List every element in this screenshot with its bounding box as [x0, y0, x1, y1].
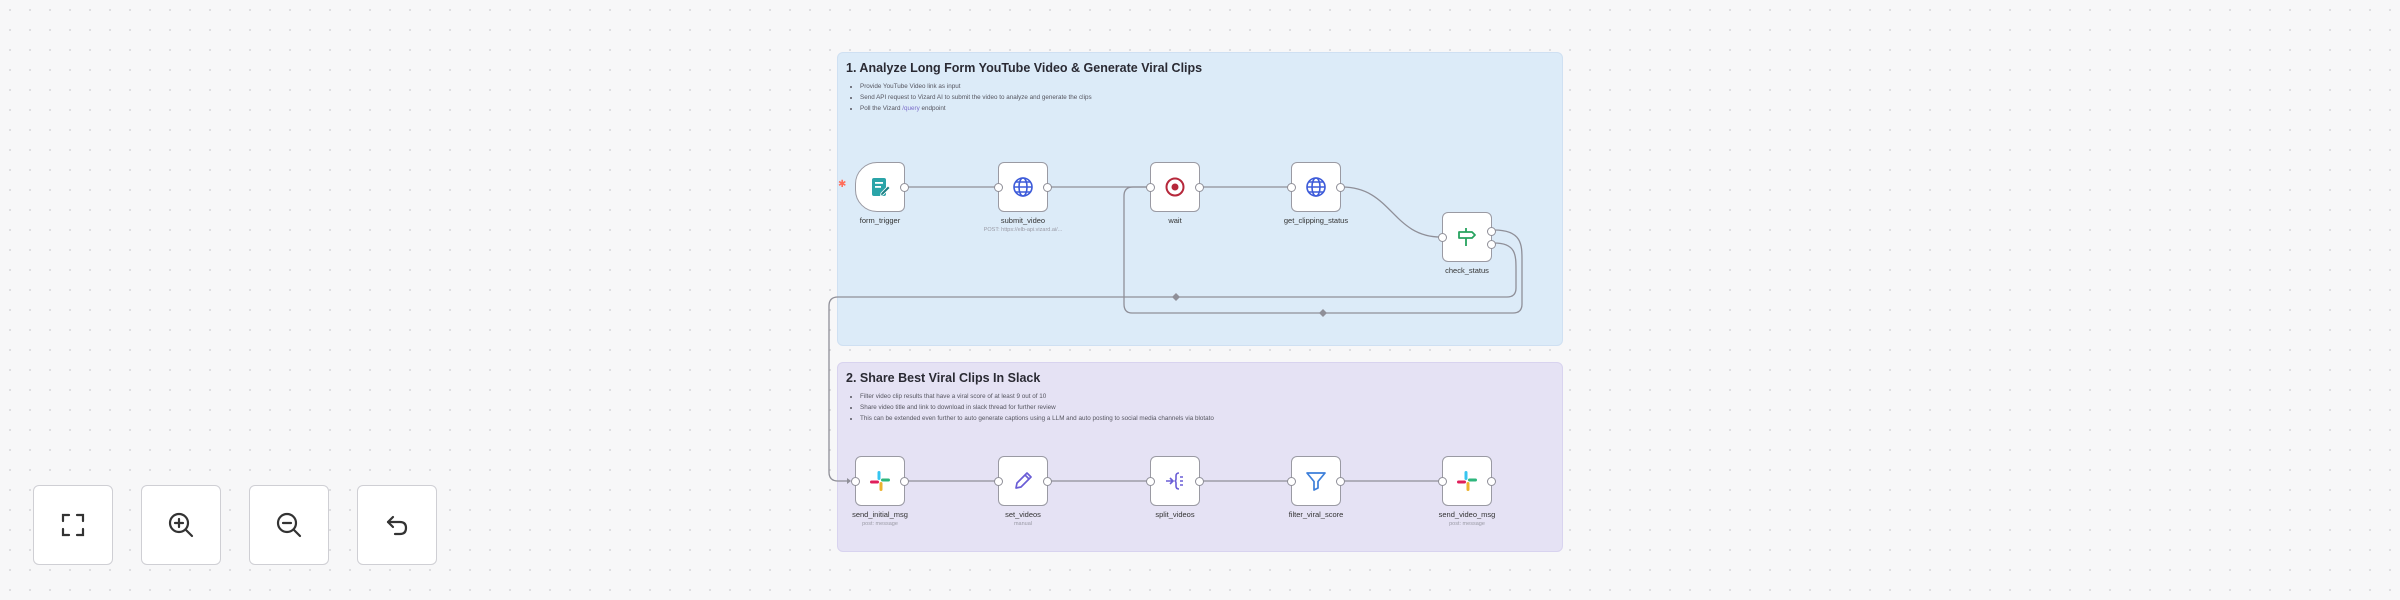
sticky-note-analyze[interactable]: 1. Analyze Long Form YouTube Video & Gen…: [837, 52, 1563, 346]
zoom-in-button[interactable]: [141, 485, 221, 565]
node-label: send_video_msg: [1438, 510, 1496, 519]
node-label: split_videos: [1155, 510, 1195, 519]
node-filter-viral-score[interactable]: [1287, 456, 1345, 506]
reset-zoom-button[interactable]: [357, 485, 437, 565]
output-port[interactable]: [1043, 183, 1052, 192]
node-submit-video[interactable]: [994, 162, 1052, 212]
node-label: filter_viral_score: [1288, 510, 1344, 519]
slack-icon: [1457, 471, 1477, 491]
fullscreen-icon: [61, 513, 85, 537]
trigger-indicator-icon: ✱: [838, 179, 847, 190]
sticky-bullet: Send API request to Vizard AI to submit …: [860, 92, 1554, 103]
node-label: set_videos: [1005, 510, 1041, 519]
input-port[interactable]: [851, 477, 860, 486]
sticky-bullet: Provide YouTube Video link as input: [860, 81, 1554, 92]
globe-icon: [1306, 177, 1326, 197]
output-port[interactable]: [1336, 183, 1345, 192]
fit-view-button[interactable]: [33, 485, 113, 565]
output-port-true[interactable]: [1487, 227, 1496, 236]
input-port[interactable]: [1146, 477, 1155, 486]
zoom-in-icon: [168, 512, 194, 538]
node-check-status[interactable]: [1438, 212, 1496, 262]
filter-icon: [1306, 472, 1326, 491]
zoom-out-button[interactable]: [249, 485, 329, 565]
sticky-bullet: This can be extended even further to aut…: [860, 413, 1554, 424]
node-subtitle: manual: [1013, 521, 1033, 527]
input-port[interactable]: [1146, 183, 1155, 192]
globe-icon: [1013, 177, 1033, 197]
node-send-video-msg[interactable]: [1438, 456, 1496, 506]
input-port[interactable]: [1287, 477, 1296, 486]
input-port[interactable]: [994, 183, 1003, 192]
sticky-title: 1. Analyze Long Form YouTube Video & Gen…: [846, 61, 1203, 75]
sticky-bullet-text: endpoint: [921, 105, 946, 112]
output-port[interactable]: [1195, 477, 1204, 486]
node-label: submit_video: [1000, 216, 1046, 225]
output-port[interactable]: [900, 477, 909, 486]
node-label: check_status: [1445, 266, 1489, 275]
output-port-false[interactable]: [1487, 240, 1496, 249]
output-port[interactable]: [1195, 183, 1204, 192]
output-port[interactable]: [1043, 477, 1052, 486]
output-port[interactable]: [900, 183, 909, 192]
node-wait[interactable]: [1146, 162, 1204, 212]
sticky-bullets: Filter video clip results that have a vi…: [846, 391, 1554, 424]
signpost-icon: [1458, 228, 1476, 246]
node-label: wait: [1168, 216, 1182, 225]
input-port[interactable]: [1438, 233, 1447, 242]
output-port[interactable]: [1336, 477, 1345, 486]
node-label: get_clipping_status: [1283, 216, 1349, 225]
node-get-clipping-status[interactable]: [1287, 162, 1345, 212]
node-label: form_trigger: [859, 216, 901, 225]
sticky-title: 2. Share Best Viral Clips In Slack: [846, 371, 1041, 385]
sticky-bullet: Filter video clip results that have a vi…: [860, 391, 1554, 402]
input-port[interactable]: [1287, 183, 1296, 192]
sticky-bullets: Provide YouTube Video link as input Send…: [846, 81, 1554, 114]
node-send-initial-msg[interactable]: [851, 456, 909, 506]
node-form-trigger[interactable]: [855, 162, 909, 212]
node-subtitle: post: message: [1449, 521, 1485, 527]
sticky-bullet: Share video title and link to download i…: [860, 402, 1554, 413]
form-icon: [872, 178, 891, 197]
zoom-out-icon: [276, 512, 302, 538]
node-split-videos[interactable]: [1146, 456, 1204, 506]
pencil-icon: [1015, 472, 1032, 489]
undo-icon: [386, 515, 408, 536]
node-set-videos[interactable]: [994, 456, 1052, 506]
node-subtitle: post: message: [862, 521, 898, 527]
pause-circle-icon: [1165, 177, 1185, 197]
input-port[interactable]: [994, 477, 1003, 486]
node-subtitle: POST: https://elb-api.vizard.ai/...: [983, 227, 1063, 233]
sticky-bullet: Poll the Vizard /query endpoint: [860, 103, 1554, 114]
output-port[interactable]: [1487, 477, 1496, 486]
sticky-code-highlight: /query: [902, 105, 920, 112]
input-port[interactable]: [1438, 477, 1447, 486]
sticky-bullet-text: Poll the Vizard: [860, 105, 901, 112]
split-out-icon: [1166, 472, 1183, 490]
slack-icon: [870, 471, 890, 491]
node-label: send_initial_msg: [852, 510, 908, 519]
